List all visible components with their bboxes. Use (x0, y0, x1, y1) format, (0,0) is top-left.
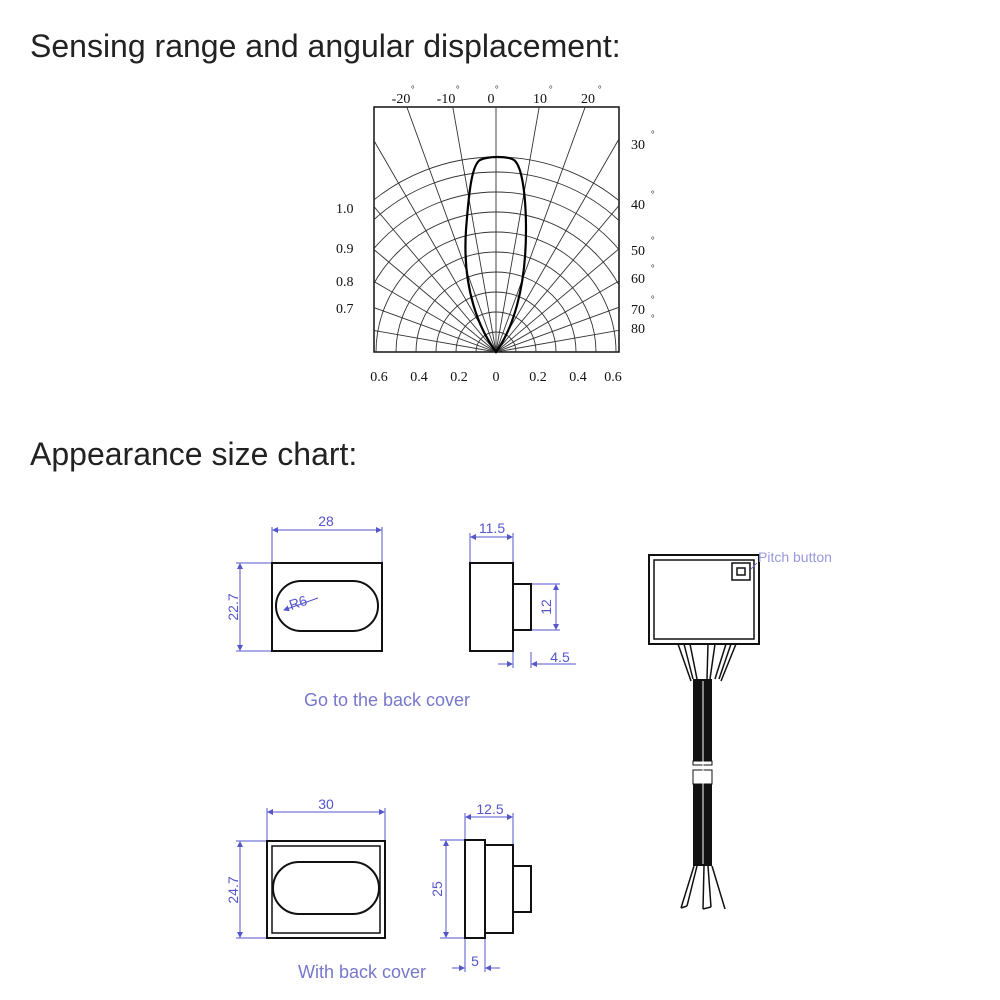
front-view-cover: 30 24.7 (225, 796, 386, 939)
degree-mark: ° (651, 294, 655, 304)
grid-ray (374, 307, 497, 352)
width-28-label: 28 (318, 513, 334, 529)
bottom-scale-label: 0.2 (529, 370, 547, 385)
degree-mark: ° (651, 235, 655, 245)
grid-ray (406, 107, 497, 352)
bottom-scale-label: 0.4 (410, 370, 428, 385)
degree-mark: ° (456, 84, 460, 94)
grid-ray (374, 330, 497, 352)
right-angle-label: 70 (631, 303, 645, 318)
grid-ray (374, 281, 497, 352)
top-angle-label: 20 (581, 92, 595, 107)
grid-ray (495, 248, 619, 352)
side-view-no-cover: 11.5 12 4.5 (469, 520, 576, 668)
right-angle-label: 30 (631, 138, 645, 153)
caption-cover: With back cover (298, 962, 426, 982)
plate-5-label: 5 (471, 953, 479, 969)
top-angle-label: -10 (437, 92, 456, 107)
bottom-scale-label: 0.6 (370, 370, 388, 385)
radius-r6-label: R6 (287, 592, 309, 613)
boss-4-5-label: 4.5 (550, 649, 570, 665)
degree-mark: ° (549, 84, 553, 94)
degree-mark: ° (651, 189, 655, 199)
width-30-label: 30 (318, 796, 334, 812)
degree-mark: ° (651, 263, 655, 273)
pitch-button-icon (731, 562, 751, 581)
degree-mark: ° (651, 129, 655, 139)
left-ratio-label: 0.7 (336, 302, 354, 317)
top-angle-label: -20 (392, 92, 411, 107)
grid-ray (495, 204, 619, 352)
sensing-lobe (464, 155, 528, 354)
grid-ray (452, 107, 497, 352)
sensing-heading: Sensing range and angular displacement: (30, 28, 621, 64)
degree-mark: ° (495, 84, 499, 94)
front-view-no-cover: 28 22.7 R6 (225, 513, 383, 652)
depth-12-5-label: 12.5 (476, 801, 503, 817)
appearance-heading: Appearance size chart: (30, 436, 358, 472)
polar-grid (374, 107, 619, 352)
side-view-cover: 12.5 25 5 (429, 801, 532, 972)
grid-ray (495, 329, 619, 352)
left-ratio-label: 1.0 (336, 202, 354, 217)
polar-chart: -20 -10 0 10 20 ° ° ° ° ° 30 40 50 60 70… (336, 84, 655, 385)
right-angle-label: 40 (631, 198, 645, 213)
bottom-scale-label: 0.2 (450, 370, 468, 385)
grid-ray (495, 107, 586, 352)
grid-ray (495, 306, 619, 352)
caption-no-cover: Go to the back cover (304, 690, 470, 710)
grid-ray (495, 138, 619, 352)
degree-mark: ° (411, 84, 415, 94)
module-with-cable: Pitch button (648, 549, 832, 910)
left-ratio-label: 0.8 (336, 275, 354, 290)
height-24-7-label: 24.7 (225, 876, 241, 903)
left-ratio-label: 0.9 (336, 242, 354, 257)
degree-mark: ° (651, 313, 655, 323)
degree-mark: ° (598, 84, 602, 94)
grid-ray (374, 139, 497, 352)
right-angle-label: 60 (631, 272, 645, 287)
right-angle-label: 50 (631, 244, 645, 259)
grid-ray (495, 107, 540, 352)
grid-ray (374, 249, 497, 352)
right-angle-label: 80 (631, 322, 645, 337)
top-angle-label: 10 (533, 92, 547, 107)
pitch-button-label: Pitch button (758, 549, 832, 565)
grid-ray (374, 205, 497, 352)
top-angle-label: 0 (488, 92, 495, 107)
height-25-label: 25 (429, 881, 445, 897)
depth-11-5-label: 11.5 (479, 520, 505, 536)
boss-12-label: 12 (538, 599, 554, 615)
height-22-7-label: 22.7 (225, 593, 241, 620)
bottom-scale-label: 0.6 (604, 370, 622, 385)
bottom-scale-label: 0.4 (569, 370, 587, 385)
grid-ray (495, 280, 619, 352)
bottom-scale-label: 0 (493, 370, 500, 385)
